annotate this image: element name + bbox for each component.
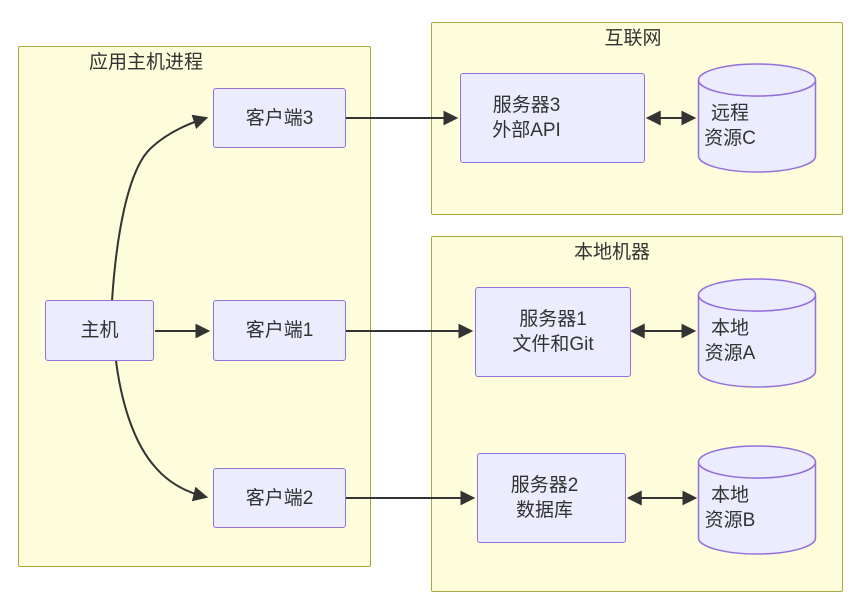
node-client3: 客户端3 bbox=[213, 88, 346, 148]
node-resourceC-line1: 远程 bbox=[710, 103, 749, 124]
node-server2-line1: 服务器2 bbox=[510, 475, 579, 496]
node-server3-line1: 服务器3 bbox=[492, 95, 561, 116]
node-server3: 服务器3 外部API bbox=[460, 73, 645, 163]
node-resourceB-line2: 资源B bbox=[704, 510, 756, 531]
cluster-title-local-machine: 本地机器 bbox=[573, 242, 650, 263]
node-resourceC-label: 远程 资源C bbox=[699, 101, 761, 151]
node-resourceC: 远程 资源C bbox=[697, 63, 817, 173]
node-resourceA-line1: 本地 bbox=[710, 318, 749, 339]
node-server2-line2: 数据库 bbox=[515, 500, 573, 521]
node-host-label: 主机 bbox=[80, 320, 119, 341]
node-resourceC-line2: 资源C bbox=[704, 128, 756, 149]
node-client1-label: 客户端1 bbox=[245, 320, 314, 341]
cylinder-shape bbox=[697, 445, 817, 555]
cylinder-shape bbox=[697, 63, 817, 173]
node-resourceB: 本地 资源B bbox=[697, 445, 817, 555]
node-server1-label: 服务器1 文件和Git bbox=[512, 307, 593, 357]
node-client2: 客户端2 bbox=[213, 468, 346, 528]
node-server1: 服务器1 文件和Git bbox=[475, 287, 631, 377]
node-client1: 客户端1 bbox=[213, 300, 346, 361]
node-host: 主机 bbox=[45, 300, 154, 361]
edge-host-client2 bbox=[115, 360, 209, 502]
edge-host-client3 bbox=[111, 114, 209, 302]
node-server3-label: 服务器3 外部API bbox=[492, 93, 561, 143]
node-server3-line2: 外部API bbox=[492, 120, 561, 141]
node-client3-label: 客户端3 bbox=[245, 107, 314, 129]
node-server2: 服务器2 数据库 bbox=[477, 453, 626, 543]
cluster-title-host-process: 应用主机进程 bbox=[88, 52, 203, 73]
node-resourceA-label: 本地 资源A bbox=[699, 316, 761, 366]
node-server1-line1: 服务器1 bbox=[519, 309, 587, 330]
node-server1-line2: 文件和Git bbox=[512, 334, 594, 355]
node-server2-label: 服务器2 数据库 bbox=[511, 473, 579, 523]
cluster-title-internet: 互联网 bbox=[604, 28, 662, 49]
node-resourceB-line1: 本地 bbox=[710, 485, 749, 506]
cylinder-shape bbox=[697, 278, 817, 388]
node-client2-label: 客户端2 bbox=[245, 487, 314, 509]
node-resourceA: 本地 资源A bbox=[697, 278, 817, 388]
node-resourceA-line2: 资源A bbox=[704, 343, 756, 364]
node-resourceB-label: 本地 资源B bbox=[699, 483, 761, 533]
